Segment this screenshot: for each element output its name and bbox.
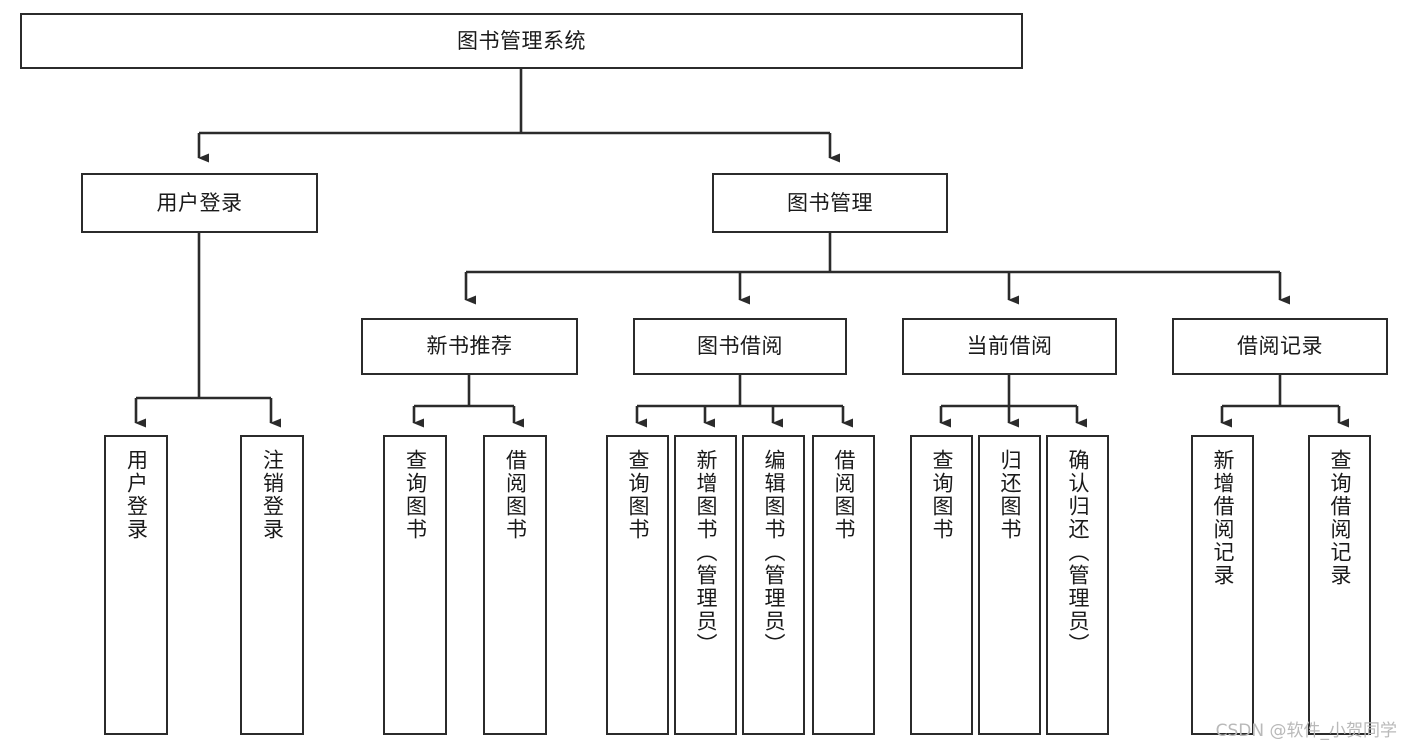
node-label: 查询图书	[930, 449, 954, 541]
node-label: 确认归还（管理员）	[1066, 449, 1090, 656]
node-label: 新增借阅记录	[1211, 449, 1235, 587]
node-book-management[interactable]: 图书管理	[712, 173, 948, 233]
node-label: 借阅记录	[1237, 334, 1323, 359]
leaf-borrow-borrow-book[interactable]: 借阅图书	[812, 435, 875, 735]
node-label: 查询借阅记录	[1328, 449, 1352, 587]
node-label: 新增图书（管理员）	[694, 449, 718, 656]
leaf-current-confirm-return-admin[interactable]: 确认归还（管理员）	[1046, 435, 1109, 735]
watermark-text: CSDN @软件_小贺同学	[1215, 721, 1397, 741]
node-label: 当前借阅	[966, 334, 1053, 359]
node-label: 图书管理	[787, 190, 873, 215]
leaf-user-login-logout[interactable]: 注销登录	[240, 435, 304, 735]
node-current-borrow[interactable]: 当前借阅	[902, 318, 1117, 375]
node-label: 图书管理系统	[457, 28, 586, 53]
node-label: 用户登录	[124, 449, 149, 541]
leaf-current-return-book[interactable]: 归还图书	[978, 435, 1041, 735]
node-label: 用户登录	[156, 190, 243, 215]
leaf-new-book-query[interactable]: 查询图书	[383, 435, 447, 735]
node-label: 借阅图书	[503, 449, 528, 541]
node-label: 新书推荐	[426, 334, 513, 359]
node-label: 图书借阅	[697, 334, 783, 359]
leaf-borrow-add-book-admin[interactable]: 新增图书（管理员）	[674, 435, 737, 735]
node-label: 查询图书	[626, 449, 650, 541]
leaf-current-query-book[interactable]: 查询图书	[910, 435, 973, 735]
node-label: 注销登录	[260, 449, 285, 541]
node-new-book-recommend[interactable]: 新书推荐	[361, 318, 578, 375]
leaf-new-book-borrow[interactable]: 借阅图书	[483, 435, 547, 735]
leaf-borrow-query-book[interactable]: 查询图书	[606, 435, 669, 735]
node-borrow-record[interactable]: 借阅记录	[1172, 318, 1388, 375]
leaf-borrow-edit-book-admin[interactable]: 编辑图书（管理员）	[742, 435, 805, 735]
node-label: 查询图书	[403, 449, 428, 541]
leaf-user-login-login[interactable]: 用户登录	[104, 435, 168, 735]
node-book-borrow[interactable]: 图书借阅	[633, 318, 847, 375]
leaf-record-add-record[interactable]: 新增借阅记录	[1191, 435, 1254, 735]
node-label: 借阅图书	[832, 449, 856, 541]
node-label: 编辑图书（管理员）	[762, 449, 786, 656]
node-user-login[interactable]: 用户登录	[81, 173, 318, 233]
leaf-record-query-record[interactable]: 查询借阅记录	[1308, 435, 1371, 735]
node-root-system[interactable]: 图书管理系统	[20, 13, 1023, 69]
node-label: 归还图书	[998, 449, 1022, 541]
